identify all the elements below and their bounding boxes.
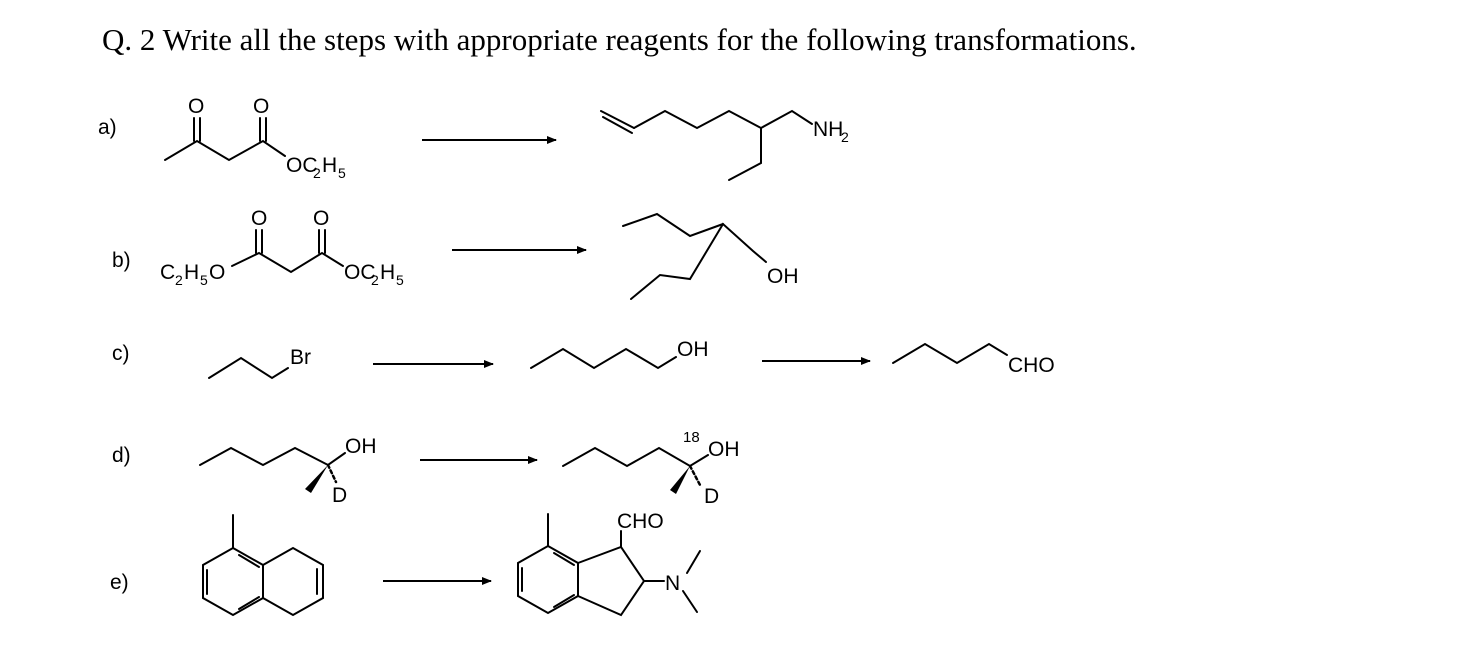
part-b-reactant	[231, 229, 344, 274]
part-d-product	[562, 446, 709, 487]
part-e-product	[517, 513, 701, 617]
part-b-ethoxy-right-oc: OC	[344, 261, 376, 284]
part-b-ethoxy-left-c: C	[160, 261, 175, 284]
part-b-ethoxy-right-sub-5: 5	[396, 272, 404, 288]
part-a-ester-oxygen: O	[253, 95, 269, 118]
part-a-ethoxy-sub-5: 5	[338, 165, 346, 181]
part-a-reactant	[164, 117, 286, 162]
part-b-ethoxy-left-o: O	[209, 261, 225, 284]
part-b-hydroxyl: OH	[767, 265, 799, 288]
part-a-product	[600, 109, 813, 181]
part-c-reactant	[208, 356, 289, 380]
part-b-ethoxy-left-sub-2: 2	[175, 272, 183, 288]
part-a-label: a)	[98, 116, 117, 139]
part-d-reactant-hydroxyl: OH	[345, 435, 377, 458]
question-title: Q. 2 Write all the steps with appropriat…	[102, 22, 1137, 57]
part-b-ethoxy-left-sub-5: 5	[200, 272, 208, 288]
part-c-hydroxyl: OH	[677, 338, 709, 361]
part-d-reactant	[199, 446, 346, 484]
part-a-amine-nh: NH	[813, 118, 843, 141]
part-b-product	[622, 212, 767, 300]
part-d-product-deuterium: D	[704, 485, 719, 508]
part-e-label: e)	[110, 571, 129, 594]
part-b-label: b)	[112, 249, 131, 272]
part-e-reactant	[202, 514, 324, 617]
part-a-amine-sub-2: 2	[841, 129, 849, 145]
part-c-aldehyde: CHO	[1008, 354, 1055, 377]
part-b-right-carbonyl-oxygen: O	[313, 207, 329, 230]
part-b-left-carbonyl-oxygen: O	[251, 207, 267, 230]
part-e-nitrogen: N	[665, 572, 680, 595]
part-d-product-wedge	[670, 466, 690, 494]
part-a-ethoxy-sub-2: 2	[313, 165, 321, 181]
part-c-intermediate	[530, 347, 677, 370]
part-c-bromine: Br	[290, 346, 311, 369]
part-b-ethoxy-left-h: H	[184, 261, 199, 284]
part-a-ketone-oxygen: O	[188, 95, 204, 118]
part-a-ethoxy-oc: OC	[286, 154, 318, 177]
part-d-label: d)	[112, 444, 131, 467]
part-d-reactant-wedge	[305, 465, 328, 493]
part-b-ethoxy-right-sub-2: 2	[371, 272, 379, 288]
part-c-label: c)	[112, 342, 130, 365]
part-b-ethoxy-right-h: H	[380, 261, 395, 284]
part-d-isotope-label: 18	[683, 429, 700, 446]
part-d-reactant-deuterium: D	[332, 484, 347, 507]
part-d-product-hydroxyl: OH	[708, 438, 740, 461]
part-e-aldehyde: CHO	[617, 510, 664, 533]
part-c-product	[892, 342, 1008, 365]
part-a-ethoxy-h: H	[322, 154, 337, 177]
